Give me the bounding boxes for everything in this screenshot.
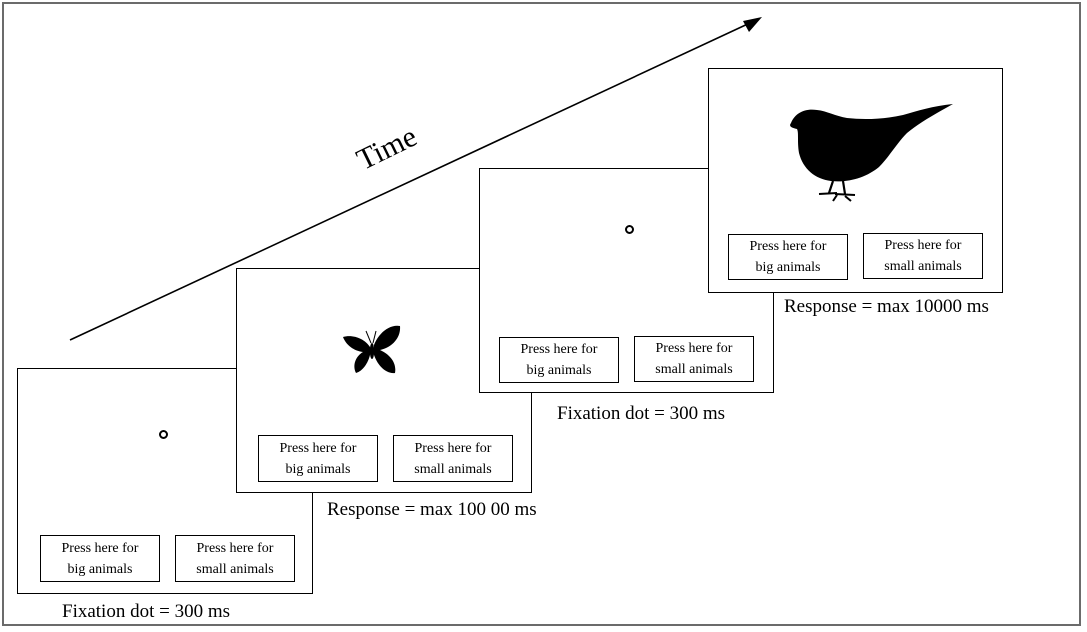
button-line-1: Press here for <box>749 239 827 254</box>
button-line-1: Press here for <box>61 540 139 556</box>
button-line-1: Press here for <box>196 540 274 556</box>
button-line-2: big animals <box>67 561 133 577</box>
big-animals-button[interactable]: Press here for big animals <box>40 535 160 582</box>
caption-fixation-1: Fixation dot = 300 ms <box>62 601 231 622</box>
button-line-2: small animals <box>196 561 274 577</box>
small-animals-button[interactable]: Press here for small animals <box>175 535 295 582</box>
big-animals-button[interactable]: Press here for big animals <box>728 234 848 280</box>
caption-response-1: Response = max 100 00 ms <box>327 499 537 520</box>
caption-fixation-2: Fixation dot = 300 ms <box>557 403 726 424</box>
button-line-2: big animals <box>755 260 821 275</box>
caption-response-2: Response = max 10000 ms <box>784 296 989 317</box>
button-line-1: Press here for <box>414 440 492 456</box>
fixation-dot <box>159 430 168 439</box>
button-line-1: Press here for <box>884 238 962 253</box>
button-line-1: Press here for <box>279 440 357 456</box>
bird-icon <box>790 104 953 202</box>
button-line-2: small animals <box>884 259 962 274</box>
fixation-dot <box>625 225 634 234</box>
screen-response-bird: Press here for big animals Press here fo… <box>708 68 1003 293</box>
small-animals-button[interactable]: Press here for small animals <box>393 435 513 482</box>
button-line-1: Press here for <box>520 342 598 357</box>
button-line-2: small animals <box>414 461 492 477</box>
big-animals-button[interactable]: Press here for big animals <box>258 435 378 482</box>
butterfly-icon <box>343 325 401 374</box>
small-animals-button[interactable]: Press here for small animals <box>863 233 983 279</box>
button-line-2: big animals <box>526 363 592 378</box>
button-line-1: Press here for <box>655 341 733 356</box>
big-animals-button[interactable]: Press here for big animals <box>499 337 619 383</box>
button-line-2: big animals <box>285 461 351 477</box>
small-animals-button[interactable]: Press here for small animals <box>634 336 754 382</box>
button-line-2: small animals <box>655 362 733 377</box>
